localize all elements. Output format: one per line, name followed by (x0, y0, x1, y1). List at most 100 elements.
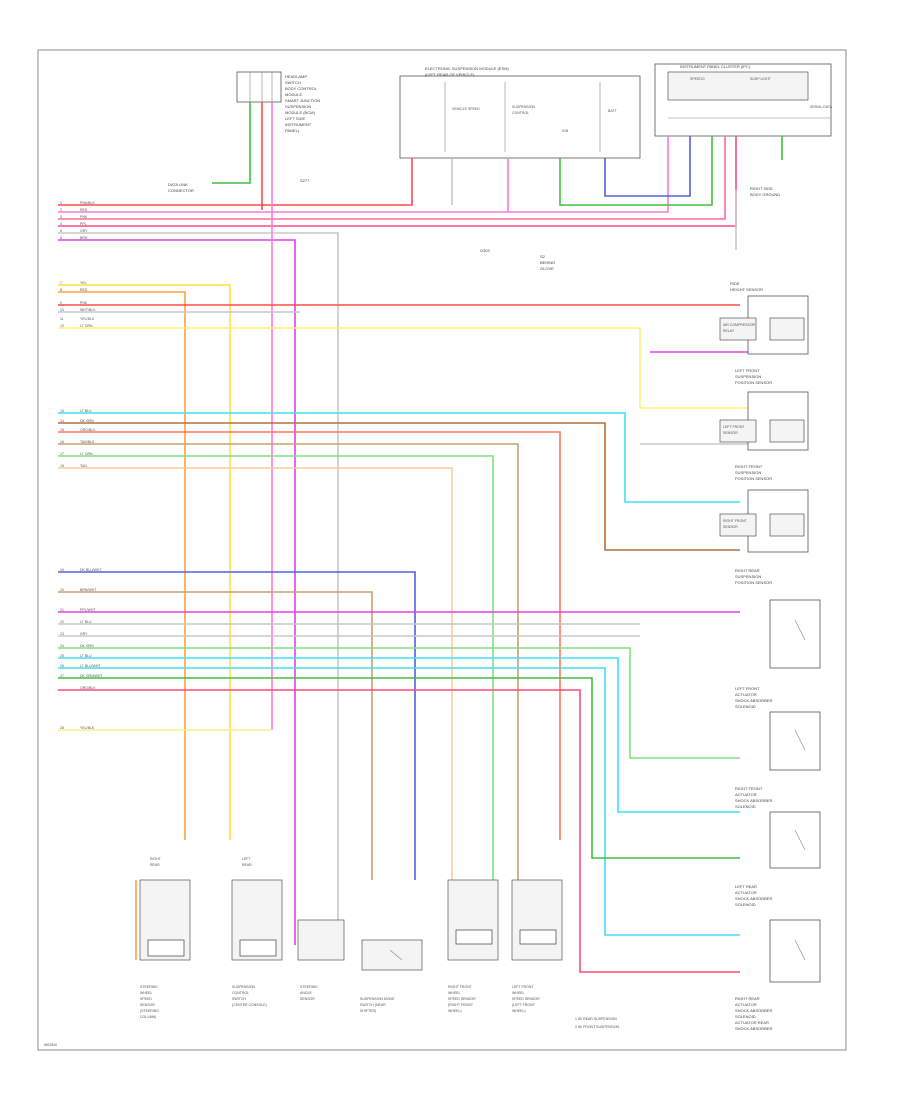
bc4-name-0: SUSPENSION MODE (360, 997, 395, 1001)
rc7-name-3: SOLENOID (735, 902, 756, 907)
bottom-component-6: LEFT FRONT WHEEL SPEED SENSOR (LEFT FRON… (511, 879, 563, 1013)
note-2: 2 W/ FRONT SUSPENSION (575, 1025, 620, 1029)
wire-label-bottom-1: BRN/WHT (80, 588, 97, 592)
ipc-susp-light: SUSP LIGHT (750, 77, 772, 81)
page-code: W02840 (44, 1043, 57, 1047)
bc2-head-0: LEFT (242, 857, 251, 861)
rc3-name-2: POSITION SENSOR (735, 476, 772, 481)
right-component-2: LEFT FRONT SUSPENSION POSITION SENSOR LE… (719, 368, 809, 451)
rc6-name-0: RIGHT FRONT (735, 786, 763, 791)
pin-4: 4 (60, 222, 62, 226)
bc1-name-3: SENSOR (140, 1003, 155, 1007)
ipc-speedo: SPEEDO (690, 77, 705, 81)
wire-label-lower-0: LT BLU (80, 409, 92, 413)
wire-label-bottom-7: LT BLU/WHT (80, 664, 101, 668)
relay-label-2: BODY CONTROL (285, 86, 318, 91)
rc1-box-1: RELAY (723, 329, 735, 333)
bc1-name-2: SPEED (140, 997, 152, 1001)
bc6-name-0: LEFT FRONT (512, 985, 534, 989)
rc7-name-0: LEFT REAR (735, 884, 757, 889)
wire-label-lower-2: ORG/BLK (80, 428, 96, 432)
bc4-name-2: SHIFTER) (360, 1009, 376, 1013)
wire-label-mid-5: LT GRN (80, 324, 93, 328)
bc6-name-1: WHEEL (512, 991, 525, 995)
bottom-component-2: LEFT REAR SUSPENSION CONTROL SWITCH (CEN… (231, 857, 283, 1007)
pin-17: 17 (60, 452, 64, 456)
rc2-name-2: POSITION SENSOR (735, 380, 772, 385)
splice2-label-0: S2 (540, 254, 546, 259)
splice2-label-2: GLOVE (540, 266, 554, 271)
bc1-name-4: (STEERING (140, 1009, 159, 1013)
wire-label-lower-3: TAN/BLK (80, 440, 95, 444)
pin-12: 12 (60, 324, 64, 328)
bottom-component-3: STEERING ANGLE SENSOR (297, 919, 345, 1001)
bc5-name-3: (RIGHT FRONT (448, 1003, 474, 1007)
susp-pin-2: CONTROL (512, 111, 529, 115)
mid-wires (58, 284, 760, 840)
pin-13: 13 (60, 409, 64, 413)
rc7-name-1: ACTUATOR (735, 890, 757, 895)
rc5-name-1: ACTUATOR (735, 692, 757, 697)
bc2-name-2: SWITCH (232, 997, 246, 1001)
pin-25: 25 (60, 654, 64, 658)
susp-pin-3: IGN (562, 129, 569, 133)
relay-label-3: MODULE (285, 92, 302, 97)
bc4-name-1: SWITCH (NEAR (360, 1003, 386, 1007)
bottom-component-4: SUSPENSION MODE SWITCH (NEAR SHIFTER) (360, 939, 423, 1013)
wire-label-lower-1: DK GRN (80, 419, 94, 423)
bc3-name-1: ANGLE (300, 991, 313, 995)
relay-label-5: SUSPENSION (285, 104, 311, 109)
bc3-name-0: STEERING (300, 985, 318, 989)
wire-label-top-1: RED (80, 208, 88, 212)
pin-6: 6 (60, 236, 62, 240)
relay-label-0: HEADLAMP (285, 74, 307, 79)
wire-label-top-4: GRY (80, 229, 88, 233)
pin-22: 22 (60, 620, 64, 624)
pin-24: 24 (60, 644, 64, 648)
relay-label-4: SMART JUNCTION (285, 98, 320, 103)
pin-27: 27 (60, 674, 64, 678)
diag-connector-2: CONNECTOR (168, 188, 194, 193)
bc2-name-3: (CENTER CONSOLE) (232, 1003, 267, 1007)
wire-label-top-0: PNK/BLK (80, 201, 95, 205)
susp-module-title: ELECTRONIC SUSPENSION MODULE (ESM) (425, 66, 509, 71)
wire-label-bottom-5: DK GRN (80, 644, 94, 648)
pin-26: 26 (60, 664, 64, 668)
rc2-box-0: LEFT FRONT (723, 425, 745, 429)
rc8-name-3: SOLENOID (735, 1014, 756, 1019)
rc3-name-1: SUSPENSION (735, 470, 761, 475)
ground-label: G303 (480, 248, 491, 253)
bottom-component-5: RIGHT FRONT WHEEL SPEED SENSOR (RIGHT FR… (447, 879, 499, 1013)
bottom-component-1: RIGHT REAR STEERING WHEEL SPEED SENSOR (… (135, 857, 191, 1019)
left-pin-numbers: 1 2 3 4 5 6 7 8 9 10 11 12 13 14 15 16 1… (60, 201, 64, 730)
bc6-name-2: SPEED SENSOR (512, 997, 540, 1001)
pin-23: 23 (60, 632, 64, 636)
pin-21: 21 (60, 608, 64, 612)
pin-9: 9 (60, 301, 62, 305)
wire-label-bottom-2: PPL/WHT (80, 608, 96, 612)
pin-18: 18 (60, 464, 64, 468)
right-component-6: RIGHT FRONT ACTUATOR SHOCK ABSORBER SOLE… (735, 711, 821, 809)
susp-pin-4: BATT (608, 109, 618, 113)
pin-1: 1 (60, 201, 62, 205)
rc8-name-5: SHOCK ABSORBER (735, 1026, 772, 1031)
pin-20: 20 (60, 588, 64, 592)
suspension-module: ELECTRONIC SUSPENSION MODULE (ESM) (LEFT… (399, 66, 641, 159)
wire-label-top-5: BRN (80, 236, 88, 240)
bc1-head-1: REAR (150, 863, 160, 867)
rc8-name-1: ACTUATOR (735, 1002, 757, 1007)
wire-label-mid-4: YEL/BLK (80, 317, 95, 321)
relay-label-6: MODULE (BCM) (285, 110, 315, 115)
bc1-name-0: STEERING (140, 985, 158, 989)
wire-label-bottom-3: LT BLU (80, 620, 92, 624)
bc2-name-0: SUSPENSION (232, 985, 255, 989)
bc2-head-1: REAR (242, 863, 252, 867)
rc6-name-1: ACTUATOR (735, 792, 757, 797)
wire-label-top-2: PNK (80, 215, 88, 219)
wire-label-mid-2: PNK (80, 301, 88, 305)
pin-16: 16 (60, 440, 64, 444)
rc8-name-2: SHOCK ABSORBER (735, 1008, 772, 1013)
right-component-7: LEFT REAR ACTUATOR SHOCK ABSORBER SOLENO… (735, 811, 821, 907)
bc6-name-3: (LEFT FRONT (512, 1003, 536, 1007)
rc4-name-1: SUSPENSION (735, 574, 761, 579)
